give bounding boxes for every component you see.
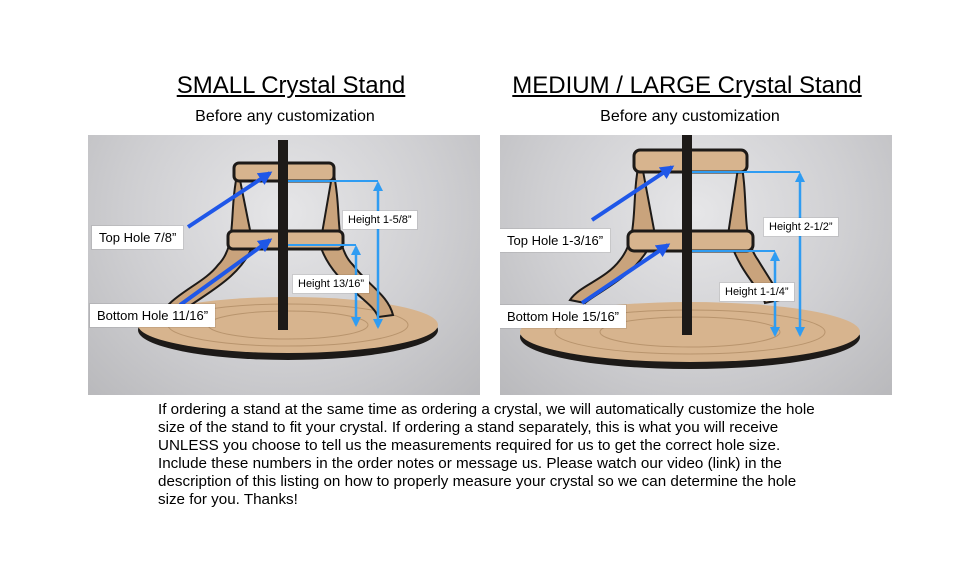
bottom-hole-pointer [580,243,671,305]
top-hole-pointer [186,171,273,229]
ml-height-total-label: Height 2-1/2” [764,218,838,236]
medium-large-stand-photo: Top Hole 1-3/16” Bottom Hole 15/16” Heig… [500,135,892,395]
center-post [682,135,692,335]
small-top-hole-label: Top Hole 7/8” [92,226,184,249]
bottom-hole-pointer [178,238,273,307]
medium-large-stand-subtitle: Before any customization [600,108,780,125]
small-height-lower-label: Height 13/16” [293,275,370,293]
small-stand-photo: Top Hole 7/8” Bottom Hole 11/16” Height … [88,135,480,395]
ml-top-hole-label: Top Hole 1-3/16” [500,229,611,252]
small-stand-illustration [138,140,438,360]
small-stand-title: SMALL Crystal Stand [176,72,406,99]
small-stand-subtitle: Before any customization [195,108,375,125]
small-height-total-label: Height 1-5/8” [343,211,417,229]
medium-large-stand-title: MEDIUM / LARGE Crystal Stand [512,72,862,99]
center-post [278,140,288,330]
ml-bottom-hole-label: Bottom Hole 15/16” [500,305,627,328]
small-bottom-hole-label: Bottom Hole 11/16” [90,304,216,327]
medium-large-stand-illustration [520,135,860,369]
description-text: If ordering a stand at the same time as … [158,401,815,508]
top-hole-pointer [590,165,675,222]
ml-height-lower-label: Height 1-1/4” [720,283,794,301]
